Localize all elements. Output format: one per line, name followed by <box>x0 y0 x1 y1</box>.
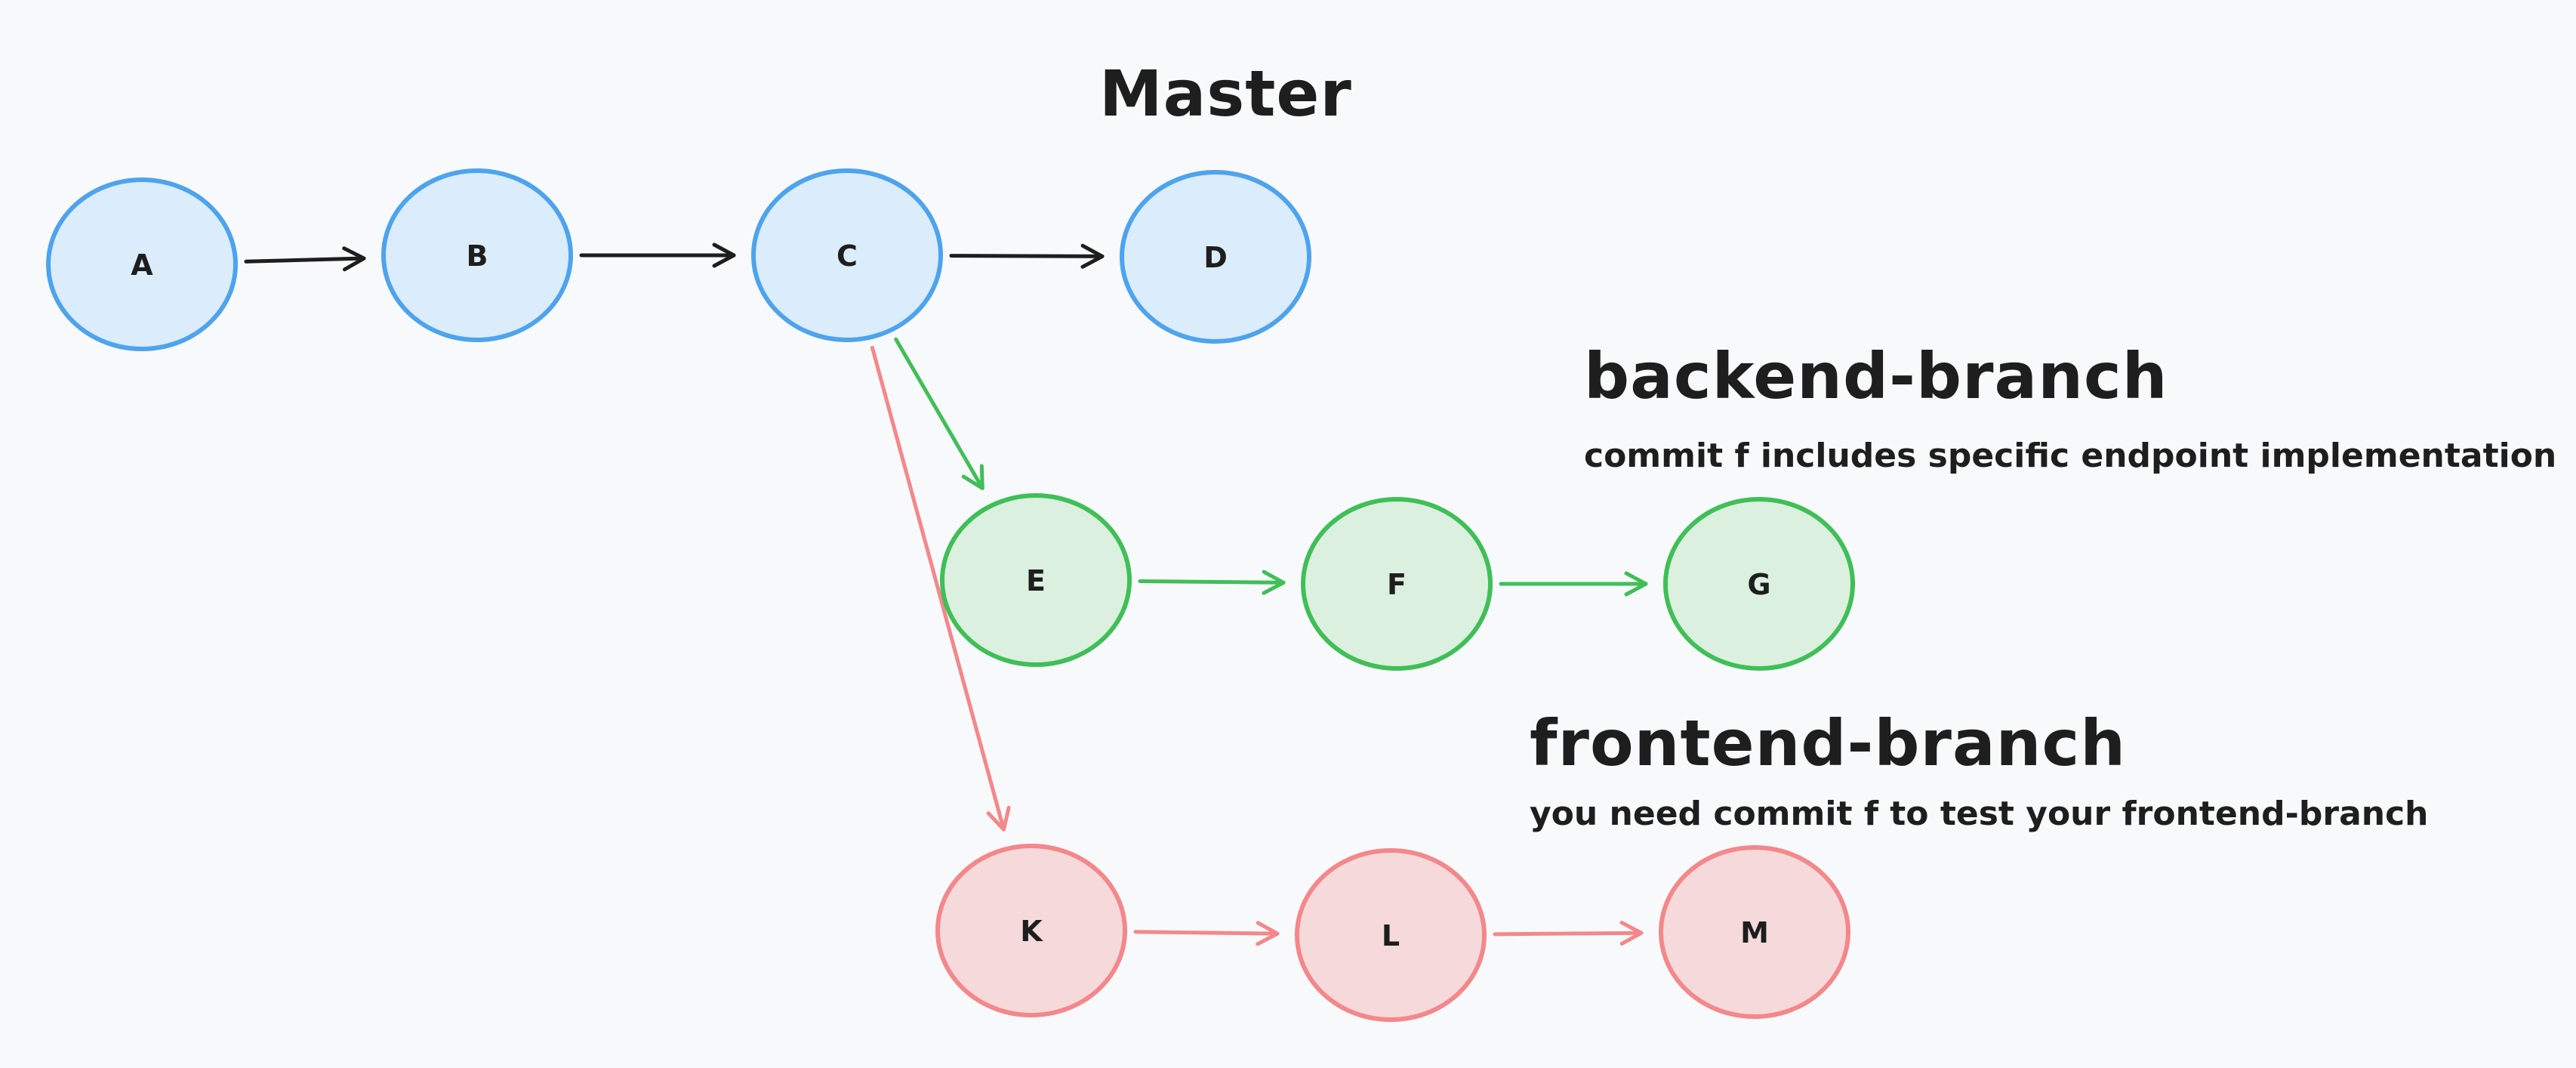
edge-C-K <box>870 345 1011 832</box>
commit-label: F <box>1387 568 1407 601</box>
edge-A-B <box>244 246 366 272</box>
edge-F-G <box>1499 571 1648 597</box>
backend-branch-note: commit f includes specific endpoint impl… <box>1584 437 2557 475</box>
arrow-head <box>1256 921 1280 946</box>
arrow-head <box>961 464 984 490</box>
commit-label: D <box>1203 241 1228 274</box>
commit-label: K <box>1020 915 1043 948</box>
arrow-head <box>986 805 1011 832</box>
backend-branch-heading: backend-branch <box>1584 339 2168 413</box>
commit-nodes: A B C D E F G K L M <box>46 168 1855 1022</box>
edge-B-C <box>579 242 736 268</box>
commit-node-b: B <box>381 168 573 342</box>
edge-E-F <box>1138 569 1286 595</box>
arrow-head <box>1624 571 1648 597</box>
commit-label: M <box>1740 916 1769 949</box>
master-heading: Master <box>1099 57 1352 131</box>
edges <box>244 242 1648 946</box>
arrow-head <box>1262 569 1286 595</box>
arrow-head <box>1080 243 1105 269</box>
commit-node-e: E <box>940 493 1132 667</box>
commit-node-d: D <box>1120 170 1311 344</box>
commit-label: C <box>837 239 858 273</box>
arrow-head <box>1619 920 1644 946</box>
frontend-branch-note: you need commit f to test your frontend-… <box>1530 795 2429 833</box>
commit-node-a: A <box>46 177 238 351</box>
arrow-head <box>712 242 736 268</box>
commit-node-l: L <box>1295 848 1487 1022</box>
commit-node-k: K <box>935 844 1127 1017</box>
commit-label: L <box>1382 919 1400 952</box>
commit-label: B <box>467 239 488 273</box>
commit-label: A <box>131 248 153 282</box>
commit-label: E <box>1026 564 1046 597</box>
arrow-head <box>342 246 366 272</box>
edge-C-D <box>949 243 1105 269</box>
commit-node-g: G <box>1663 497 1855 671</box>
commit-node-f: F <box>1301 497 1493 671</box>
commit-node-m: M <box>1659 845 1850 1019</box>
edge-L-M <box>1493 920 1644 946</box>
edge-C-E <box>894 337 984 490</box>
commit-node-c: C <box>751 168 943 342</box>
edge-K-L <box>1133 921 1280 946</box>
commit-label: G <box>1747 568 1770 601</box>
frontend-branch-heading: frontend-branch <box>1530 706 2127 780</box>
